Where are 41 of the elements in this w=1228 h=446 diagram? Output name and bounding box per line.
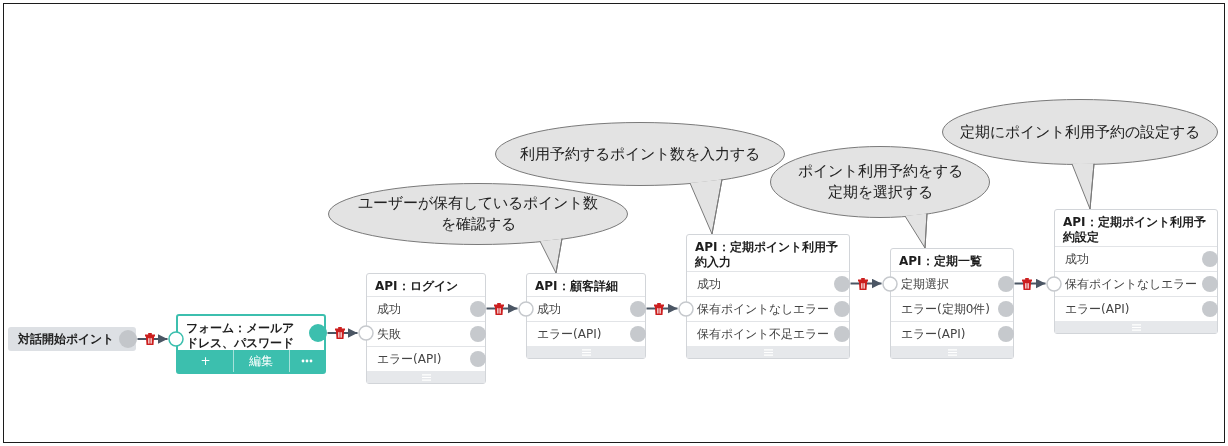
card-title: API：定期ポイント利用予約入力 xyxy=(695,240,838,269)
outcome-label: エラー(API) xyxy=(377,350,442,368)
add-button: + xyxy=(178,350,233,372)
card-title: API：ログイン xyxy=(375,279,458,293)
outcome-label: エラー(定期0件) xyxy=(901,300,990,318)
card-title: フォーム：メールアドレス、パスワード xyxy=(186,321,294,350)
outcome-label: 保有ポイントなしエラー xyxy=(1065,275,1197,293)
outcome-label: 成功 xyxy=(697,275,721,293)
outcome-label: 成功 xyxy=(377,300,401,318)
connector-arrow xyxy=(136,334,169,344)
connector-arrow xyxy=(326,328,359,338)
card-title: API：定期ポイント利用予約設定 xyxy=(1063,215,1206,244)
callout-pointer xyxy=(904,213,928,249)
connector-arrow xyxy=(849,278,883,289)
callout-pointer xyxy=(689,178,723,235)
outcome-label: 保有ポイント不足エラー xyxy=(697,325,829,343)
callout-text: 定期にポイント利用予約の設定する xyxy=(960,122,1200,141)
outcome-label: エラー(API) xyxy=(901,325,966,343)
callout-text: ユーザーが保有しているポイント数を確認する xyxy=(358,194,598,233)
connector-arrow xyxy=(485,303,519,314)
callout-text: 利用予約するポイント数を入力する xyxy=(520,144,760,163)
callout-pointer xyxy=(539,238,563,274)
outcome-label: 保有ポイントなしエラー xyxy=(697,300,829,318)
start-label: 対話開始ポイント xyxy=(18,330,114,348)
edit-button: 編集 xyxy=(232,350,289,372)
outcome-label: 成功 xyxy=(1065,250,1089,268)
callout-text: ポイント利用予約をする定期を選択する xyxy=(797,162,963,201)
outcome-label: エラー(API) xyxy=(1065,300,1130,318)
speech-bubble xyxy=(328,183,628,245)
start-point-box xyxy=(8,327,136,351)
speech-bubble xyxy=(942,99,1218,165)
outcome-label: 成功 xyxy=(537,300,561,318)
callout-pointer xyxy=(1071,163,1095,210)
outcome-label: エラー(API) xyxy=(537,325,602,343)
card-title: API：顧客詳細 xyxy=(535,279,618,293)
outcome-label: 失敗 xyxy=(377,325,401,343)
outcome-label: 定期選択 xyxy=(901,275,949,293)
card-title: API：定期一覧 xyxy=(899,254,982,268)
connector-arrow xyxy=(1013,278,1047,289)
connector-arrow xyxy=(645,303,679,314)
speech-bubble xyxy=(770,146,990,218)
